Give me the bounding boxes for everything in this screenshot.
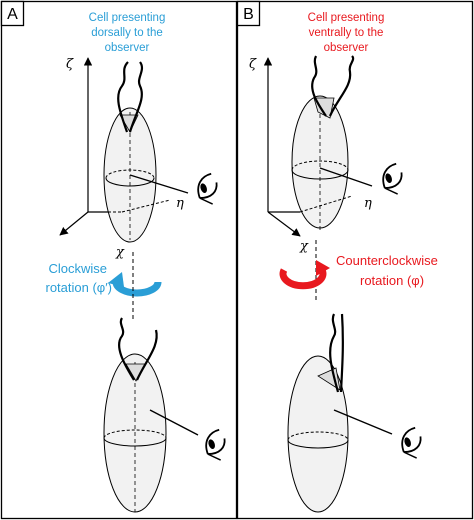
chi-label: χ [115, 245, 125, 260]
panel-b-rotation-line-2: rotation (φ) [360, 273, 424, 288]
panel-b-bottom-cell [287, 313, 393, 513]
panel-a-title-line-3: observer [105, 42, 150, 54]
panel-b-top-cell [268, 55, 373, 230]
panel-a-letter: A [7, 6, 18, 23]
chi-label: χ [299, 239, 309, 254]
panel-a-label: A [0, 0, 25, 27]
panel-a-bottom-cell [103, 317, 199, 513]
panel-b-frame [236, 0, 474, 520]
counterclockwise-arrow-icon [279, 260, 330, 290]
eye-icon [205, 428, 226, 461]
zeta-label: ζ [249, 57, 257, 72]
panel-a-title-line-2: dorsally to the [91, 27, 163, 39]
chi-axis [59, 211, 89, 236]
panel-b-rotation-label: Counterclockwise rotation (φ) [336, 253, 438, 288]
eye-icon [197, 172, 218, 205]
clockwise-arrow-icon [108, 272, 162, 297]
panel-b-title-line-3: observer [324, 42, 369, 54]
panel-a-title: Cell presenting dorsally to the observer [89, 12, 166, 54]
chi-axis [267, 211, 301, 237]
panel-b-rotation-line-1: Counterclockwise [336, 253, 438, 268]
eta-label: η [364, 196, 372, 211]
panel-a-top-cell [88, 61, 189, 243]
eye-icon [401, 426, 422, 459]
eye-icon [382, 162, 403, 195]
panel-a-rotation-label: Clockwise rotation (φ′) [46, 261, 113, 295]
panel-a-rotation-line-2: rotation (φ′) [46, 280, 113, 295]
eta-label: η [176, 196, 184, 211]
panel-a-rotation-line-1: Clockwise [48, 261, 107, 276]
zeta-label: ζ [66, 57, 74, 72]
panel-b-title-line-2: ventrally to the [309, 27, 384, 39]
panel-b-letter: B [243, 6, 254, 23]
panel-b-title: Cell presenting ventrally to the observe… [308, 12, 385, 54]
panel-a-frame [0, 0, 238, 520]
panel-b-label: B [236, 0, 261, 27]
panel-a-title-line-1: Cell presenting [89, 12, 166, 24]
panel-b-title-line-1: Cell presenting [308, 12, 385, 24]
